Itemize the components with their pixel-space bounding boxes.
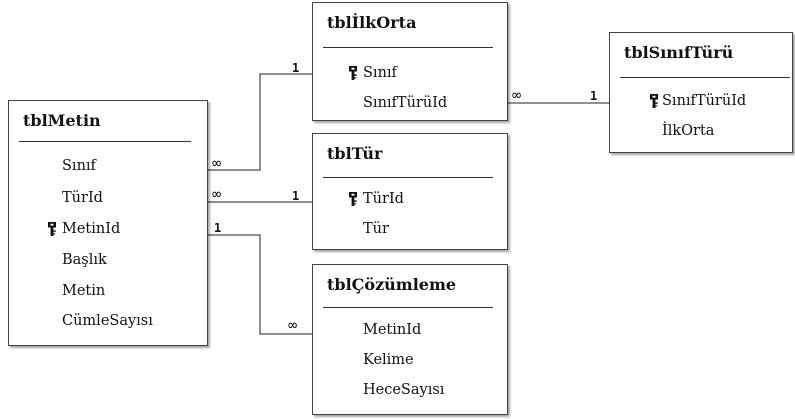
- table-divider: [323, 177, 493, 178]
- field-name: Tür: [363, 221, 389, 237]
- field-name: TürId: [62, 190, 103, 206]
- table-divider: [620, 77, 790, 78]
- field-name: CümleSayısı: [62, 313, 153, 329]
- primary-key-icon: [48, 222, 56, 236]
- field-name: SınıfTürüId: [662, 93, 747, 109]
- card-metin-sinif: ∞: [212, 154, 222, 172]
- field-name: Kelime: [363, 352, 414, 368]
- rel-line-metin-cozumleme: [208, 234, 312, 335]
- table-title: tblİlkOrta: [327, 13, 417, 32]
- field-name: Sınıf: [62, 158, 96, 174]
- field-name: MetinId: [363, 322, 422, 338]
- field-name: HeceSayısı: [363, 382, 445, 398]
- rel-line-metin-ilkorta: [208, 73, 312, 171]
- table-divider: [19, 141, 191, 142]
- field-name: MetinId: [62, 221, 121, 237]
- primary-key-icon: [349, 192, 357, 206]
- table-title: tblÇözümleme: [327, 275, 457, 294]
- table-title: tblSınıfTürü: [624, 43, 734, 62]
- primary-key-icon: [650, 94, 658, 108]
- card-sinifturu-sinifturuid: 1: [590, 89, 598, 103]
- table-title: tblTür: [327, 144, 383, 163]
- table-divider: [323, 47, 493, 48]
- table-tblmetin[interactable]: tblMetin Sınıf TürId MetinId Başlık Meti…: [8, 100, 208, 346]
- field-name: SınıfTürüId: [363, 95, 448, 111]
- card-metin-turid: ∞: [212, 185, 222, 203]
- table-tblcozumleme[interactable]: tblÇözümleme MetinId Kelime HeceSayısı: [312, 264, 508, 415]
- table-divider: [323, 307, 493, 308]
- primary-key-icon: [349, 66, 357, 80]
- table-tblsinifturu[interactable]: tblSınıfTürü SınıfTürüId İlkOrta: [609, 32, 793, 153]
- field-name: Başlık: [62, 252, 107, 268]
- card-ilkorta-sinifturuid: ∞: [512, 86, 522, 104]
- field-name: TürId: [363, 191, 404, 207]
- field-name: İlkOrta: [662, 123, 715, 139]
- field-name: Sınıf: [363, 65, 397, 81]
- card-metin-metinid: 1: [214, 221, 222, 235]
- table-tbltur[interactable]: tblTür TürId Tür: [312, 133, 508, 250]
- card-ilkorta-sinif: 1: [292, 61, 300, 75]
- card-cozumleme-metinid: ∞: [288, 316, 298, 334]
- card-tur-turid: 1: [292, 189, 300, 203]
- table-title: tblMetin: [23, 111, 101, 130]
- field-name: Metin: [62, 283, 106, 299]
- table-tblilkorta[interactable]: tblİlkOrta Sınıf SınıfTürüId: [312, 2, 508, 121]
